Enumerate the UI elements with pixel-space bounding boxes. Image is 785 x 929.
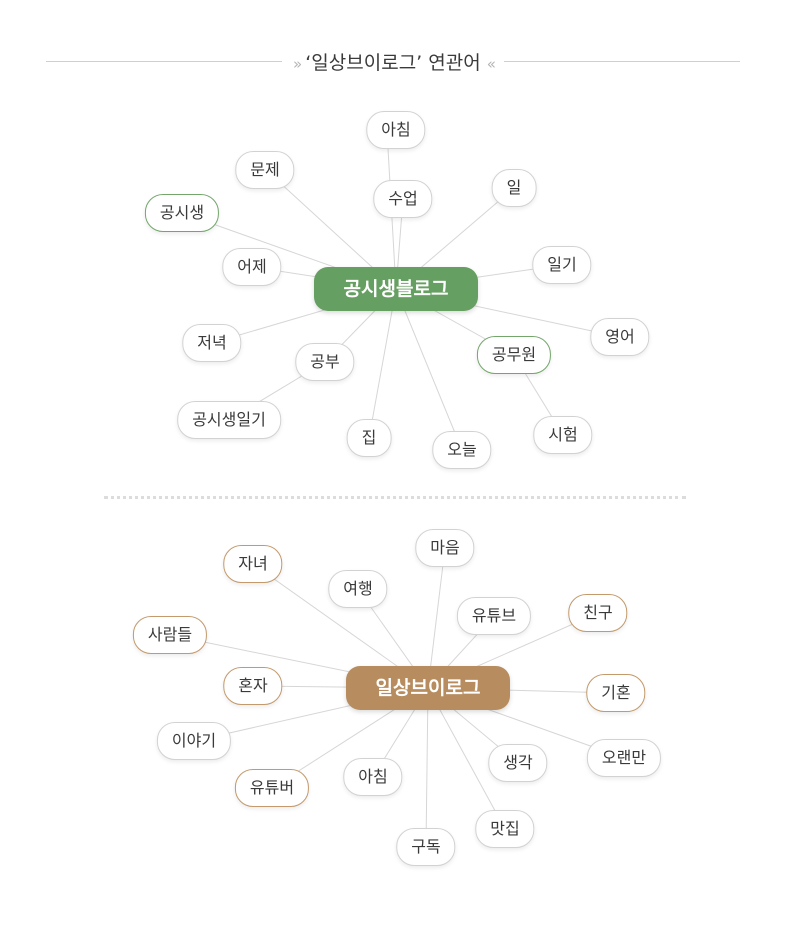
- keyword-node[interactable]: 마음: [415, 529, 475, 567]
- keyword-node-highlighted[interactable]: 자녀: [223, 545, 283, 583]
- header-title-wrap: » ‘일상브이로그’ 연관어 «: [282, 48, 504, 75]
- keyword-node[interactable]: 이야기: [156, 722, 232, 760]
- keyword-node-highlighted[interactable]: 사람들: [132, 616, 208, 654]
- keyword-node[interactable]: 아침: [343, 758, 403, 796]
- keyword-node[interactable]: 시험: [533, 416, 593, 454]
- section-divider: [104, 496, 686, 499]
- keyword-node[interactable]: 맛집: [475, 810, 535, 848]
- keyword-node-highlighted[interactable]: 친구: [568, 594, 628, 632]
- edge: [395, 288, 463, 451]
- keyword-node[interactable]: 유튜브: [456, 597, 532, 635]
- keyword-node-highlighted[interactable]: 공무원: [476, 336, 552, 374]
- center-node-daily-vlog[interactable]: 일상브이로그: [346, 666, 510, 710]
- edge: [427, 547, 446, 689]
- edge: [427, 687, 506, 830]
- keyword-node-highlighted[interactable]: 혼자: [223, 667, 283, 705]
- keyword-node[interactable]: 수업: [373, 180, 433, 218]
- edge: [425, 687, 429, 848]
- keyword-node[interactable]: 오늘: [432, 431, 492, 469]
- keyword-node[interactable]: 오랜만: [586, 739, 662, 777]
- section-header: » ‘일상브이로그’ 연관어 «: [46, 44, 740, 80]
- keyword-node[interactable]: 여행: [328, 570, 388, 608]
- keyword-node[interactable]: 일: [491, 169, 537, 207]
- double-chevron-right-icon: »: [293, 55, 302, 73]
- keyword-node[interactable]: 생각: [488, 744, 548, 782]
- keyword-node[interactable]: 저녁: [182, 324, 242, 362]
- double-chevron-left-icon: «: [486, 55, 496, 73]
- keyword-node-highlighted[interactable]: 공시생: [144, 194, 220, 232]
- center-node-gongsisaeng-blog[interactable]: 공시생블로그: [314, 267, 478, 311]
- keyword-node-highlighted[interactable]: 유튜버: [234, 769, 310, 807]
- keyword-node[interactable]: 구독: [396, 828, 456, 866]
- edge: [368, 288, 397, 439]
- header-title: ‘일상브이로그’ 연관어: [305, 52, 481, 74]
- keyword-node[interactable]: 집: [346, 419, 392, 457]
- keyword-node[interactable]: 공시생일기: [177, 401, 281, 439]
- keyword-node[interactable]: 일기: [532, 246, 592, 284]
- keyword-node[interactable]: 영어: [590, 318, 650, 356]
- keyword-node-highlighted[interactable]: 기혼: [586, 674, 646, 712]
- keyword-node[interactable]: 아침: [366, 111, 426, 149]
- keyword-node[interactable]: 어제: [222, 248, 282, 286]
- keyword-node[interactable]: 공부: [295, 343, 355, 381]
- header-line-right: [504, 61, 740, 62]
- header-line-left: [46, 61, 282, 62]
- keyword-node[interactable]: 문제: [235, 151, 295, 189]
